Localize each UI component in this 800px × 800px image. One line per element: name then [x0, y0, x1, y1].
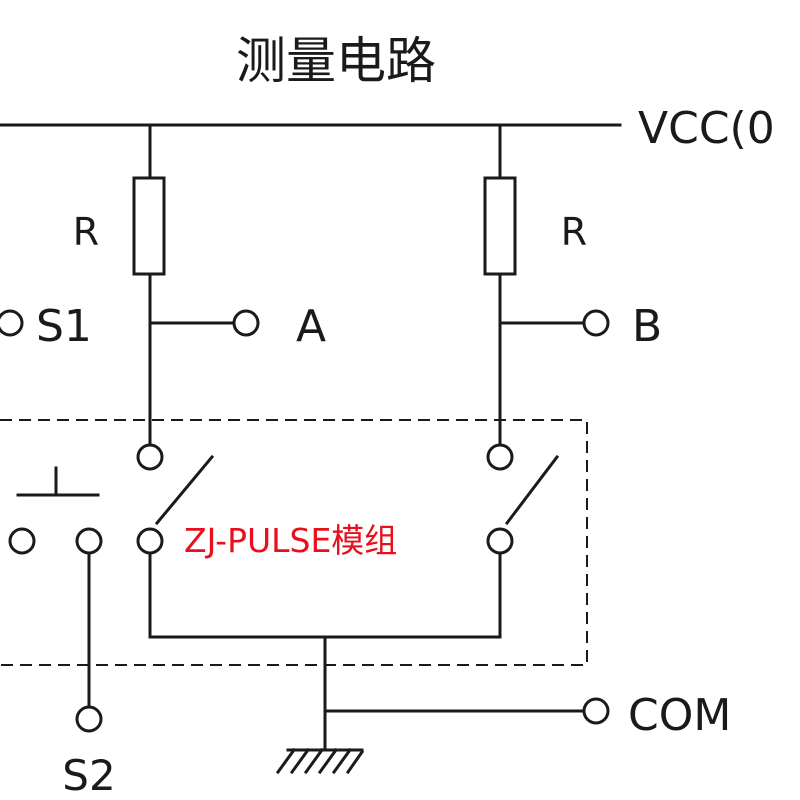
right-switch-top-contact: [486, 443, 514, 471]
vcc-label: VCC(0: [638, 103, 775, 154]
pushbutton-left-contact: [8, 527, 36, 555]
diagram-title: 测量电路: [236, 32, 436, 90]
module-label: ZJ-PULSE模组: [184, 521, 397, 560]
terminal-s2-label: S2: [62, 751, 115, 800]
terminal-a: [232, 309, 260, 337]
right-resistor: [483, 176, 517, 276]
terminal-s1: [0, 309, 24, 337]
left-switch-bottom-contact: [136, 527, 164, 555]
left-switch-blade: [154, 454, 215, 526]
terminal-s2: [75, 705, 103, 733]
left-resistor-label: R: [73, 210, 99, 254]
module-boundary: [0, 419, 588, 666]
terminal-com: [582, 697, 610, 725]
terminal-com-label: COM: [628, 690, 731, 741]
right-switch-blade: [504, 454, 560, 526]
terminal-b: [582, 309, 610, 337]
pushbutton-right-contact: [75, 527, 103, 555]
terminal-s1-label: S1: [36, 301, 92, 352]
terminal-b-label: B: [632, 301, 662, 352]
ground-symbol: [275, 747, 365, 775]
left-resistor: [132, 176, 166, 276]
right-switch-bottom-contact: [486, 527, 514, 555]
right-resistor-label: R: [561, 210, 587, 254]
terminal-a-label: A: [296, 301, 326, 352]
left-switch-top-contact: [136, 443, 164, 471]
